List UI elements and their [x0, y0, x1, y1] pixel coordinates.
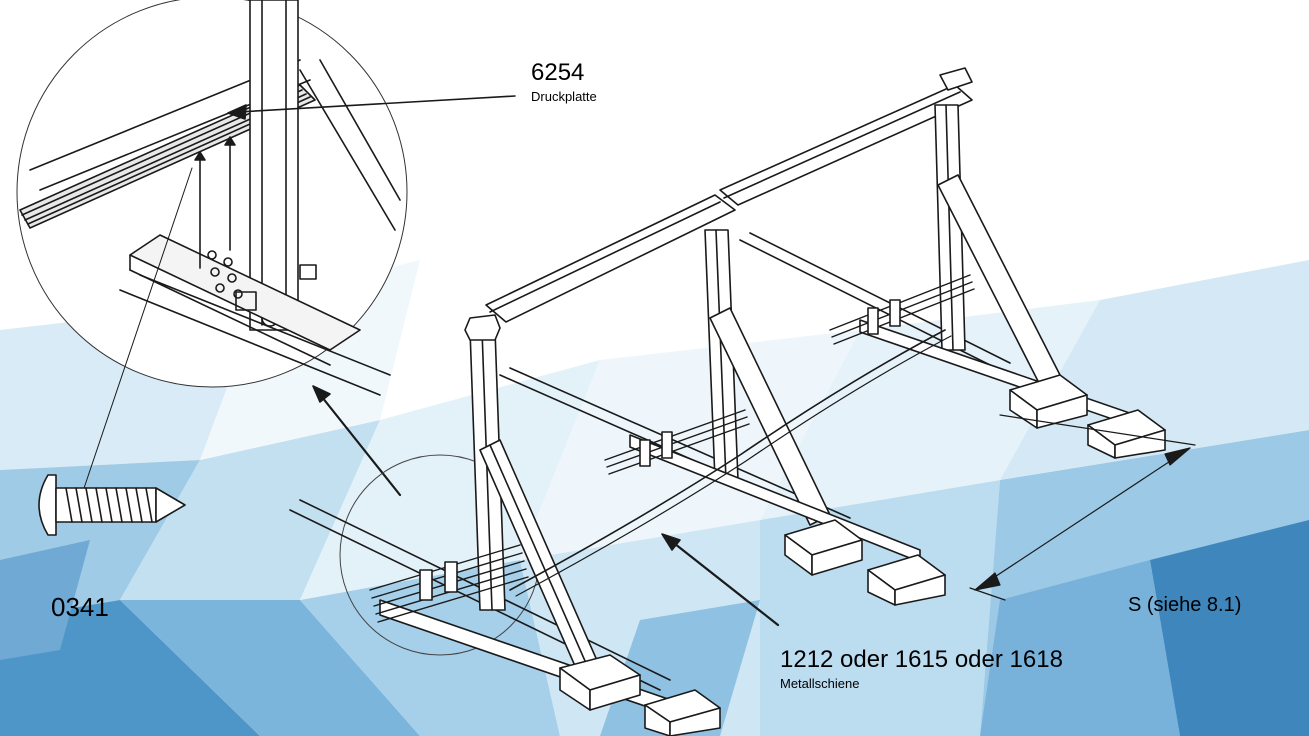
screw-illustration — [38, 474, 186, 536]
pressure-plate-name: Druckplatte — [531, 89, 597, 104]
detail-magnifier — [16, 0, 408, 396]
leader-rail — [661, 533, 780, 627]
pressure-plate-part-number: 6254 — [531, 59, 585, 86]
spacing-label: S (siehe 8.1) — [1128, 594, 1242, 616]
frame-middle — [499, 67, 973, 606]
leader-0341 — [79, 167, 193, 501]
metal-rail-curve — [509, 329, 946, 591]
screw-part-number: 0341 — [51, 592, 109, 622]
spacing-dimension — [969, 414, 1196, 601]
leader-6254 — [227, 95, 516, 120]
detail-link-arrow — [312, 385, 402, 497]
rail-name: Metallschiene — [780, 676, 860, 691]
rail-part-numbers: 1212 oder 1615 oder 1618 — [780, 646, 1063, 673]
frame-back — [739, 104, 1166, 459]
frame-front — [289, 194, 736, 736]
